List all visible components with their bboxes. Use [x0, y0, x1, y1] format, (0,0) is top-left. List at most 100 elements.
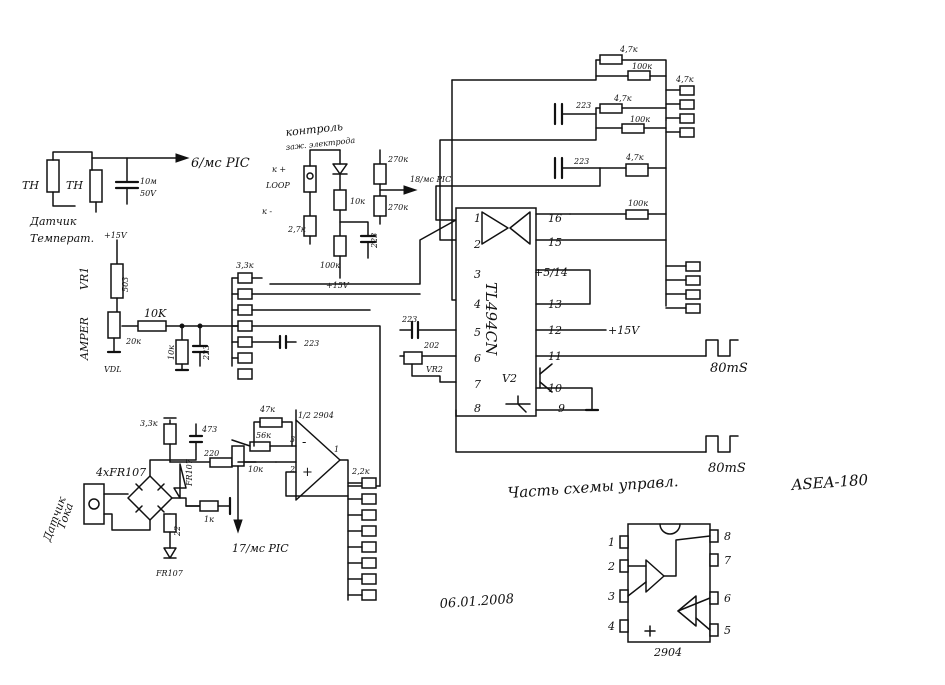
label-c223-e: 223 — [573, 157, 589, 166]
label-temp-sensor-2: Температ. — [30, 232, 94, 245]
label-cap-10m: 10м — [140, 177, 157, 186]
label-vr1-val: 503 — [121, 277, 130, 292]
resistor-100k-a — [333, 235, 347, 257]
label-r10k-c: 10к — [350, 197, 365, 206]
thermistor-left — [46, 159, 60, 193]
tl494-pin-16: 16 — [548, 212, 562, 225]
tl494-ic: TL494CN 1 2 3 4 5 6 7 8 16 15 +5/14 13 1… — [399, 207, 748, 476]
resistor-2k7 — [303, 215, 317, 237]
label-amper: AMPER — [78, 317, 91, 361]
opamp-pin-1: 1 — [334, 445, 339, 454]
tl494-pin-7: 7 — [474, 378, 481, 391]
pkg-pin-1: 1 — [608, 536, 615, 549]
tl494-pin-6: 6 — [474, 352, 481, 365]
pkg-pin-6: 6 — [724, 592, 731, 605]
label-fr107-b: FR107 — [155, 569, 184, 578]
label-r47k-b: 4,7к — [675, 75, 694, 84]
amper-pot — [107, 311, 121, 339]
pkg-pin-4: 4 — [607, 620, 615, 633]
label-vdl: VDL — [104, 365, 122, 374]
thermistor-block: TH TH 6/мс PIC 10м 50V Датчик Температ. … — [22, 151, 250, 245]
pkg-pin-7: 7 — [724, 554, 731, 567]
label-r100k-d: 100к — [628, 199, 648, 208]
label-th1: TH — [22, 179, 39, 192]
label-r10k-b: 10к — [167, 345, 176, 360]
pkg-2904-body — [627, 523, 711, 643]
opamp-minus: - — [302, 435, 306, 450]
label-r33k-b: 3,3к — [140, 419, 158, 428]
label-r47k-a: 4,7к — [619, 45, 638, 54]
label-to-pin6: 6/мс PIC — [191, 156, 250, 171]
label-cap-50v: 50V — [140, 189, 157, 198]
current-transformer — [83, 483, 105, 525]
tl494-pin-14: +5/14 — [534, 266, 568, 279]
label-pulse-a: 80mS — [710, 361, 748, 376]
label-title: Часть схемы управл. — [507, 472, 679, 502]
label-pkg-name: 2904 — [653, 646, 682, 659]
tl494-body — [455, 207, 537, 417]
tl494-pin-5: 5 — [474, 326, 481, 339]
opamp-plus: + — [302, 465, 313, 480]
label-r27k: 2,7к — [287, 225, 306, 234]
label-r33k-a: 3,3к — [236, 261, 254, 270]
label-date: 06.01.2008 — [439, 592, 514, 612]
pkg-pin-3: 3 — [608, 590, 615, 603]
label-r47k-d: 4,7к — [625, 153, 644, 162]
label-loop: LOOP — [265, 181, 290, 190]
label-pulse-b: 80mS — [708, 461, 746, 476]
label-r10k-d: 10к — [248, 465, 263, 474]
label-c473: 473 — [201, 425, 217, 434]
tl494-pin-3: 3 — [474, 268, 481, 281]
label-r20k: 20к — [125, 337, 141, 346]
resistor-10k-b — [175, 339, 189, 365]
label-r10k-a: 10K — [144, 307, 167, 320]
pkg-2904: 1 2 3 4 8 7 6 5 2904 — [607, 523, 731, 659]
label-c223-a: 223 — [202, 345, 211, 361]
opamp-pin-2: 2 — [289, 465, 295, 474]
label-r1k: 1к — [204, 515, 214, 524]
top-right-network: 4,7к 100к 4,7к 4,7к 100к 223 223 4,7к 10… — [435, 45, 701, 314]
label-fr107-a: FR107 — [185, 458, 194, 487]
label-c223-d: 223 — [575, 101, 591, 110]
pkg-pin-2: 2 — [607, 560, 615, 573]
tl494-pin-15: 15 — [548, 236, 562, 249]
resistor-10k-a — [137, 320, 167, 332]
label-vr1: VR1 — [78, 267, 91, 290]
resistor-270k-b — [373, 195, 387, 217]
resistor-10k-c — [333, 189, 347, 211]
label-plus15v-a: +15V — [104, 231, 128, 240]
label-plus15v-b: +15V — [326, 281, 350, 290]
left-resistor-ladder: 3,3к 223 — [231, 261, 421, 487]
label-to-pin18: 18/мс PIC — [410, 175, 451, 184]
label-k-plus: к + — [272, 165, 286, 174]
label-c223-b: 223 — [303, 339, 319, 348]
label-r22k: 2,2к — [351, 467, 370, 476]
label-c223-c: 223 — [370, 233, 379, 249]
label-vr2: VR2 — [426, 365, 443, 374]
label-r47k-c: 4,7к — [613, 94, 632, 103]
amper-block: VR1 503 AMPER 20к VDL 10K 10к 223 — [78, 239, 241, 374]
tl494-pin-2: 2 — [473, 238, 481, 251]
tl494-pin-8: 8 — [474, 402, 481, 415]
tl494-pin-4: 4 — [473, 298, 481, 311]
label-r202: 202 — [423, 341, 439, 350]
label-th2: TH — [66, 179, 83, 192]
label-r270k-b: 270к — [387, 203, 408, 212]
label-model: ASEA-180 — [789, 471, 869, 494]
label-r47k-e: 47к — [259, 405, 275, 414]
label-r270k-a: 270к — [387, 155, 408, 164]
label-diodes: 4xFR107 — [95, 466, 146, 479]
label-plus15v-c: +15V — [608, 324, 640, 337]
label-r22: 22 — [173, 526, 182, 537]
opamp-pin-3: 3 — [290, 435, 295, 444]
tl494-pin-1: 1 — [474, 212, 481, 225]
label-electrode-1: контроль — [285, 120, 344, 139]
pkg-pin-8: 8 — [724, 530, 731, 543]
label-v2: V2 — [502, 372, 517, 385]
opamp-triangle — [295, 419, 341, 501]
label-r220: 220 — [203, 449, 219, 458]
thermistor-right — [89, 169, 103, 203]
label-to-pin17: 17/мс PIC — [232, 542, 289, 555]
